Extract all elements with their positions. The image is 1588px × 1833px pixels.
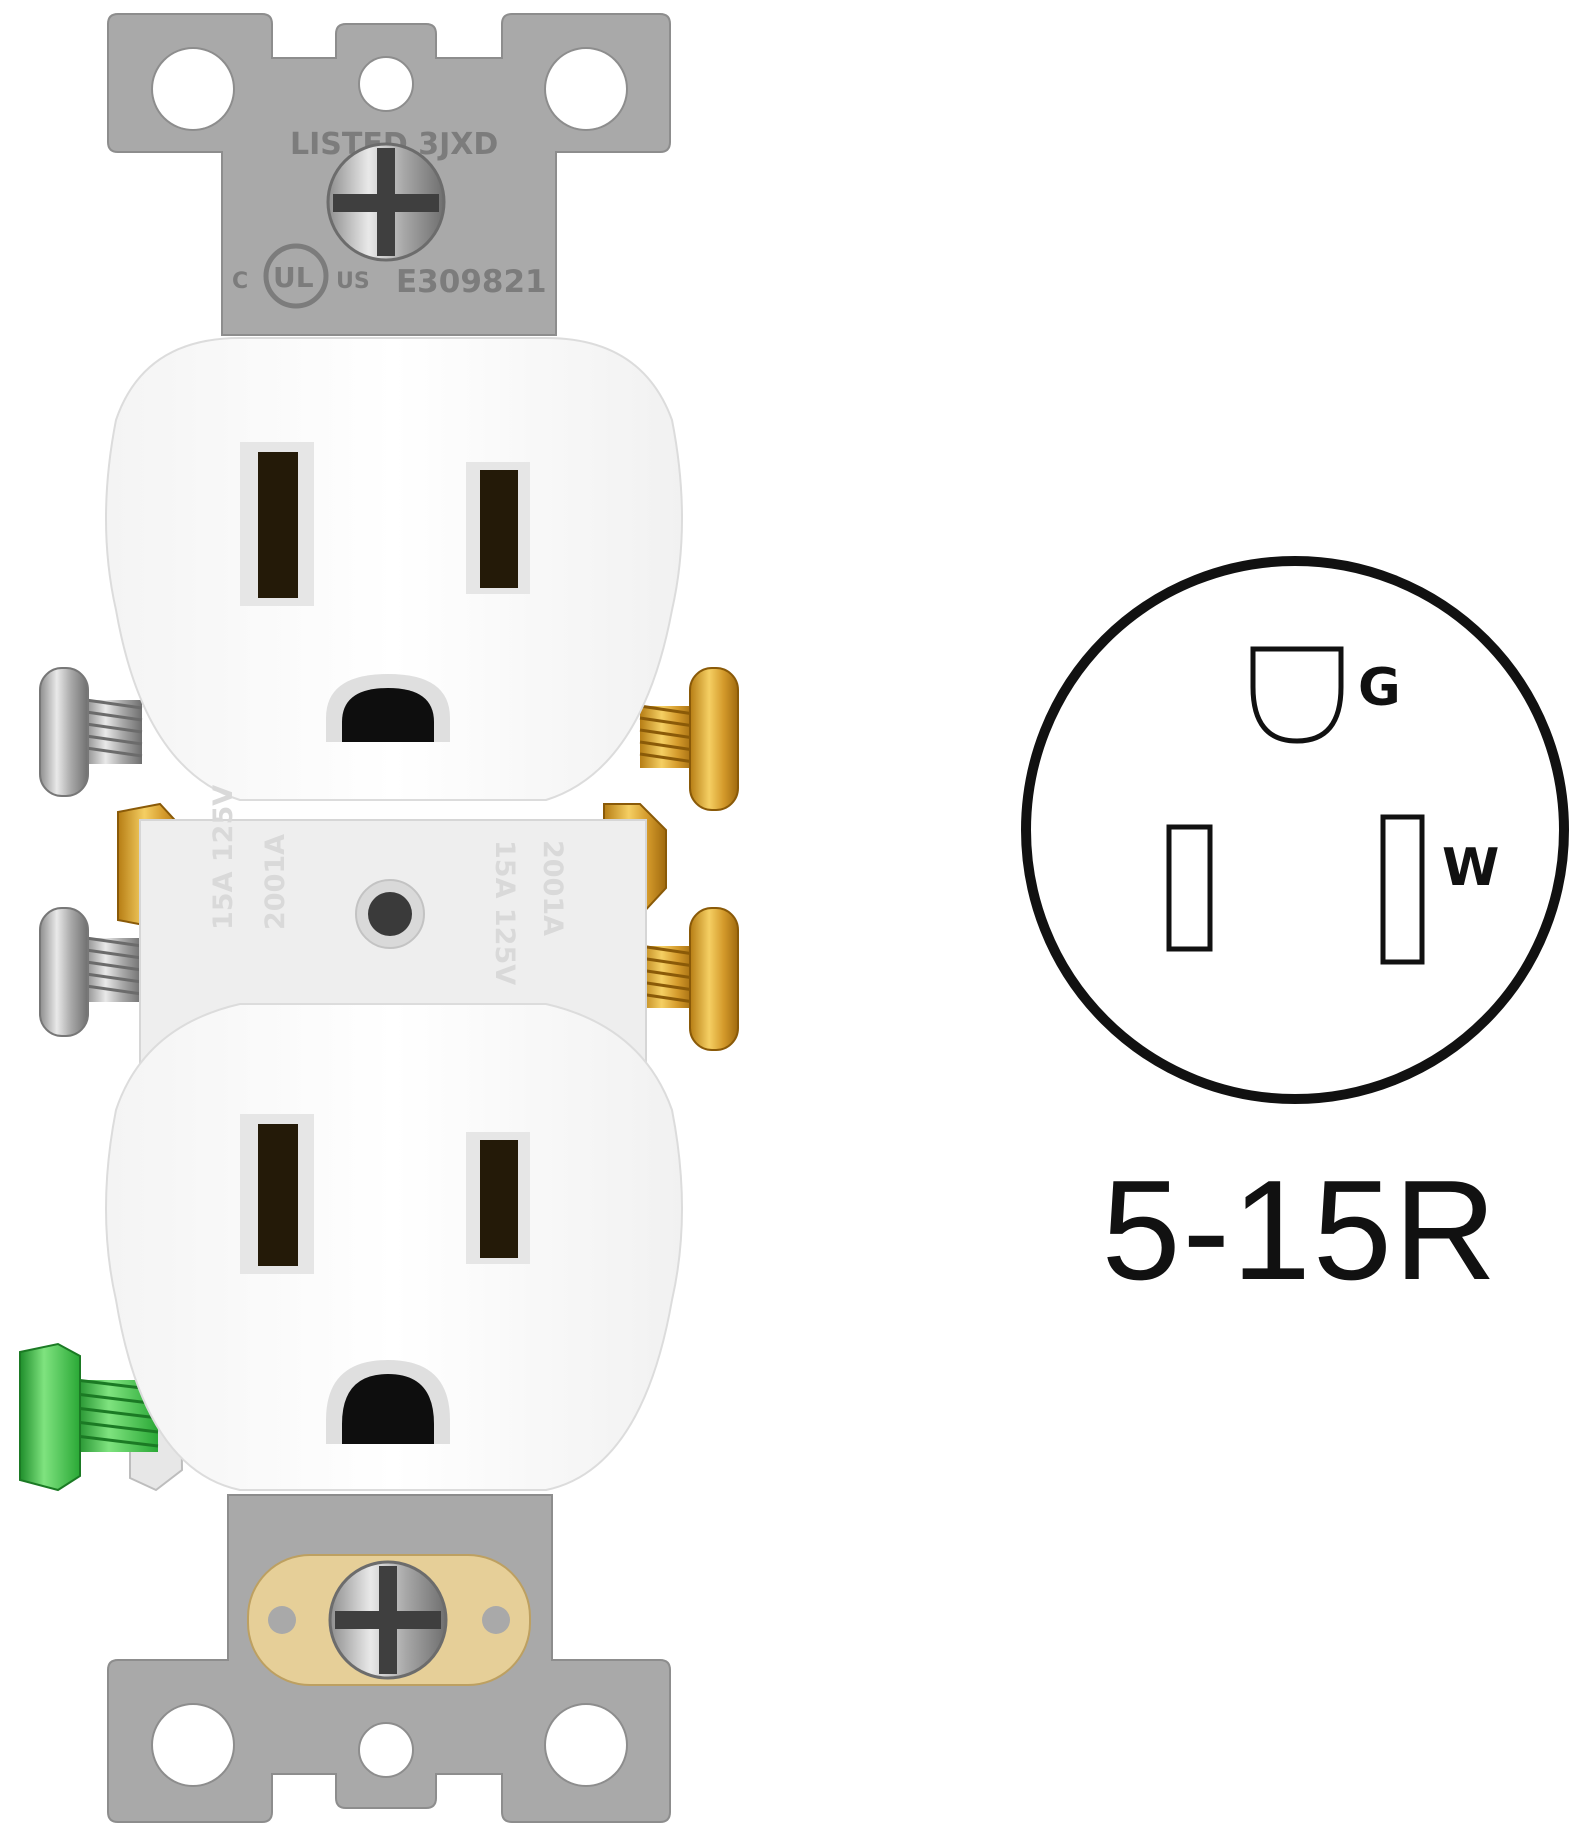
rating-right-line2: 2001A — [537, 840, 568, 936]
bottom-mounting-screw — [328, 1560, 448, 1680]
cert-c-text: C — [232, 269, 248, 294]
lower-outlet-hot-slot — [466, 1132, 530, 1264]
cert-us-text: US — [336, 269, 370, 294]
upper-outlet-hot-slot — [466, 462, 530, 594]
upper-outlet-neutral-slot — [240, 442, 314, 606]
rating-left-line2: 2001A — [260, 834, 291, 930]
model-label: 5-15R — [1101, 1151, 1499, 1310]
neutral-label: W — [1442, 838, 1499, 898]
rating-left-line1: 15A 125V — [208, 785, 239, 930]
brass-terminal-screw-upper — [639, 667, 739, 811]
top-mounting-screw — [326, 142, 446, 262]
ground-pin-symbol — [1250, 646, 1344, 744]
file-number-text: E309821 — [396, 264, 547, 300]
upper-outlet-ground-hole — [326, 674, 450, 742]
center-rivet — [355, 879, 425, 949]
cert-ul-text: UL — [273, 261, 314, 294]
receptacle-outline-circle — [1021, 556, 1569, 1104]
silver-terminal-screw-upper — [39, 667, 143, 797]
lower-outlet-neutral-slot — [240, 1114, 314, 1274]
neutral-slot-symbol — [1166, 824, 1213, 952]
lower-outlet-ground-hole — [326, 1360, 450, 1444]
rating-right-line1: 15A 125V — [489, 840, 520, 985]
wide-slot-symbol — [1380, 814, 1425, 965]
duplex-receptacle-image: LISTED 3JXD C UL US E309821 — [19, 13, 739, 1823]
nema-5-15r-diagram: G W — [1021, 556, 1569, 1104]
ul-logo — [263, 243, 329, 309]
ground-label: G — [1358, 658, 1401, 718]
silver-terminal-screw-lower — [39, 907, 143, 1037]
brass-terminal-screw-lower — [639, 907, 739, 1051]
